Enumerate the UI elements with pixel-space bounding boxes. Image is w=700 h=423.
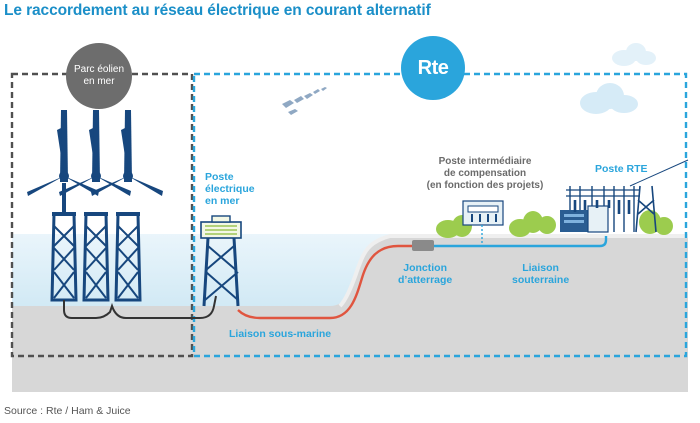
offshore-substation-icon — [200, 215, 242, 307]
parc-eolien-label-line2: en mer — [83, 76, 115, 87]
wind-turbine-icon — [27, 110, 99, 302]
poste-mer-line3: en mer — [205, 195, 240, 207]
birds-icon — [282, 87, 327, 115]
parc-eolien-label-line1: Parc éolien — [73, 64, 125, 75]
cloud-icon — [580, 83, 638, 114]
jonction-line1: Jonction — [403, 262, 448, 274]
liaison-souterraine-line2: souterraine — [512, 274, 570, 286]
export-cable-land — [434, 236, 608, 248]
cloud-icon — [612, 43, 656, 66]
liaison-sous-marine-label: Liaison sous-marine — [229, 328, 332, 340]
source-caption: Source : Rte / Ham & Juice — [4, 405, 131, 417]
parc-eolien-badge: Parc éolien en mer — [66, 43, 132, 109]
land-ground — [12, 236, 688, 392]
poste-intermediaire-label: Poste intermédiaire de compensation (en … — [412, 156, 558, 192]
wind-turbine-icon — [59, 110, 131, 302]
rte-logo: Rte — [401, 36, 465, 100]
tree-icon — [523, 210, 673, 235]
liaison-souterraine-line1: Liaison — [522, 262, 559, 274]
poste-intermediaire-line2: de compensation — [443, 168, 527, 179]
land-surface — [338, 234, 688, 308]
rte-logo-text: Rte — [417, 56, 449, 79]
export-cable-sea — [237, 244, 414, 320]
poste-intermediaire-line3: (en fonction des projets) — [426, 180, 544, 191]
poste-mer-line2: électrique — [205, 183, 255, 195]
liaison-souterraine-label: Liaison souterraine — [512, 262, 569, 286]
poste-mer-line1: Poste — [205, 171, 234, 183]
inter-array-cable — [63, 295, 217, 319]
poste-electrique-en-mer-label: Poste électrique en mer — [205, 171, 255, 207]
pylon-icon — [560, 159, 689, 233]
junction-box-icon — [412, 240, 434, 251]
jonction-atterrage-label: Jonction d’atterrage — [398, 262, 452, 286]
jonction-line2: d’atterrage — [398, 274, 453, 286]
poste-intermediaire-line1: Poste intermédiaire — [438, 156, 532, 167]
wind-turbine-icon — [91, 110, 163, 302]
poste-rte-label: Poste RTE — [595, 163, 648, 175]
page-title: Le raccordement au réseau électrique en … — [4, 2, 431, 19]
